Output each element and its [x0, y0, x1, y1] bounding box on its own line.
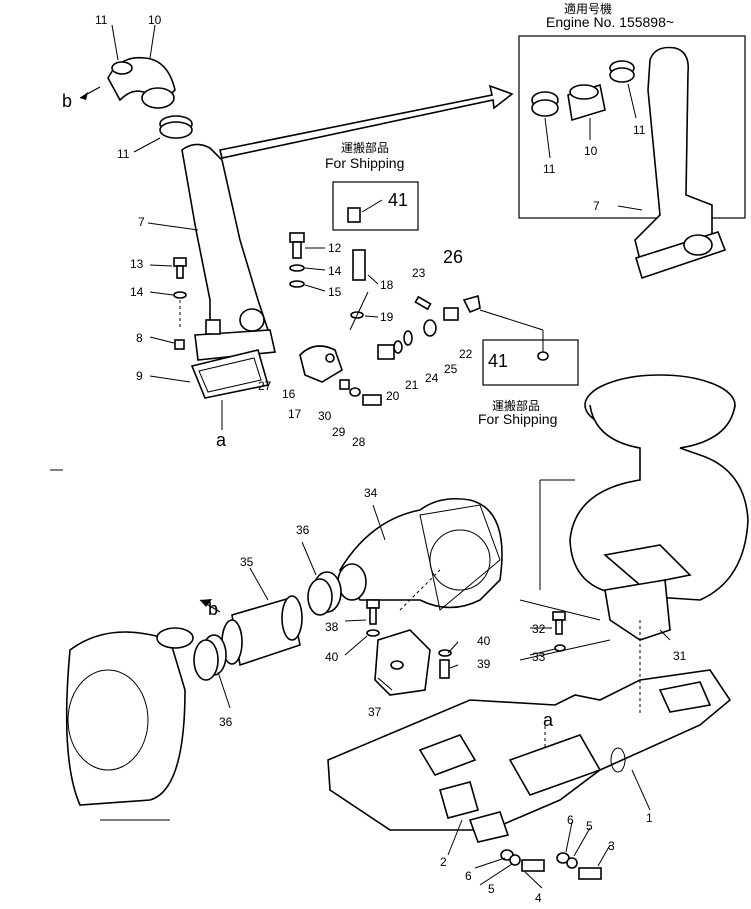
callout-5-a: 5	[586, 819, 593, 833]
turbo-left	[65, 627, 194, 821]
callout-36-a: 36	[296, 523, 310, 537]
right-shipping-box	[479, 309, 579, 386]
callout-31: 31	[673, 649, 687, 663]
callout-15: 15	[328, 285, 342, 299]
callout-2: 2	[440, 855, 447, 869]
callout-4: 4	[535, 891, 542, 904]
arrow-to-inset	[219, 84, 514, 159]
shipping-right-en: For Shipping	[478, 411, 557, 427]
callout-38: 38	[325, 620, 339, 634]
callout-37: 37	[368, 705, 382, 719]
callout-11-a: 11	[95, 13, 108, 27]
callout-36-b: 36	[219, 715, 233, 729]
inset-callouts: 11 10 11 7	[543, 123, 646, 213]
callout-17: 17	[288, 407, 302, 421]
fasteners-bottom	[500, 849, 602, 880]
callout-33: 33	[532, 650, 546, 664]
hoses-and-clamps	[193, 571, 342, 681]
callout-10-inset: 10	[584, 144, 598, 158]
engine-note-jp: 適用号機	[564, 1, 612, 16]
view-letter-b-bottom: b	[208, 599, 218, 619]
brackets	[366, 579, 671, 696]
callout-11-inset-a: 11	[543, 162, 556, 176]
callout-24: 24	[425, 371, 439, 385]
callout-14-a: 14	[130, 285, 144, 299]
shipping-top-jp: 運搬部品	[341, 140, 389, 155]
turbocharger	[569, 374, 749, 601]
callout-5-b: 5	[488, 882, 495, 896]
engine-note-en: Engine No. 155898~	[546, 14, 674, 30]
shipping-right-part: 41	[488, 351, 508, 371]
shipping-top-part: 41	[388, 190, 408, 210]
bolts-left	[149, 257, 187, 350]
callout-12: 12	[328, 241, 342, 255]
callout-19: 19	[380, 310, 394, 324]
elbow-34	[337, 497, 503, 611]
callout-14-b: 14	[328, 264, 342, 278]
view-letter-a-bottom: a	[543, 710, 554, 730]
view-letter-b-top: b	[62, 91, 72, 111]
callout-34: 34	[364, 486, 378, 500]
callout-10: 10	[148, 13, 162, 27]
callout-7-inset: 7	[593, 199, 600, 213]
callout-21: 21	[405, 378, 419, 392]
callout-28: 28	[352, 435, 366, 449]
callout-25: 25	[444, 362, 458, 376]
inset-panel: 適用号機 Engine No. 155898~	[518, 1, 746, 280]
sensor-fittings	[299, 181, 481, 406]
callout-7: 7	[138, 215, 145, 229]
callout-numbers: 11 10 11 7 13 14 8 9 12 14 15 18 19 23 2…	[95, 13, 687, 905]
callout-1: 1	[646, 811, 653, 825]
shipping-right-jp: 運搬部品	[492, 398, 540, 413]
bolts-center	[289, 232, 326, 292]
callout-16: 16	[282, 387, 296, 401]
view-letter-a-top: a	[216, 430, 227, 450]
callout-6-b: 6	[465, 869, 472, 883]
callout-30: 30	[318, 409, 332, 423]
callout-9: 9	[136, 369, 143, 383]
callout-32: 32	[532, 622, 546, 636]
callout-11-inset-b: 11	[633, 123, 646, 137]
callout-22: 22	[459, 347, 473, 361]
callout-23: 23	[412, 266, 426, 280]
callout-35: 35	[240, 555, 254, 569]
callout-6-a: 6	[567, 813, 574, 827]
callout-3: 3	[608, 839, 615, 853]
outlet-pipe-7	[147, 143, 276, 399]
callout-29: 29	[332, 425, 346, 439]
shipping-top-en: For Shipping	[325, 155, 404, 171]
callout-13: 13	[130, 257, 144, 271]
leader-lines	[50, 400, 671, 889]
callout-40-b: 40	[477, 634, 491, 648]
exhaust-manifold	[327, 669, 732, 843]
callout-27: 27	[258, 379, 272, 393]
callout-26: 26	[443, 247, 463, 267]
callout-40-a: 40	[325, 650, 339, 664]
callout-20: 20	[386, 389, 400, 403]
callout-8: 8	[136, 331, 143, 345]
callout-11-b: 11	[117, 147, 130, 161]
callout-18: 18	[380, 278, 394, 292]
callout-39: 39	[477, 657, 491, 671]
elbow-assembly	[79, 24, 193, 153]
